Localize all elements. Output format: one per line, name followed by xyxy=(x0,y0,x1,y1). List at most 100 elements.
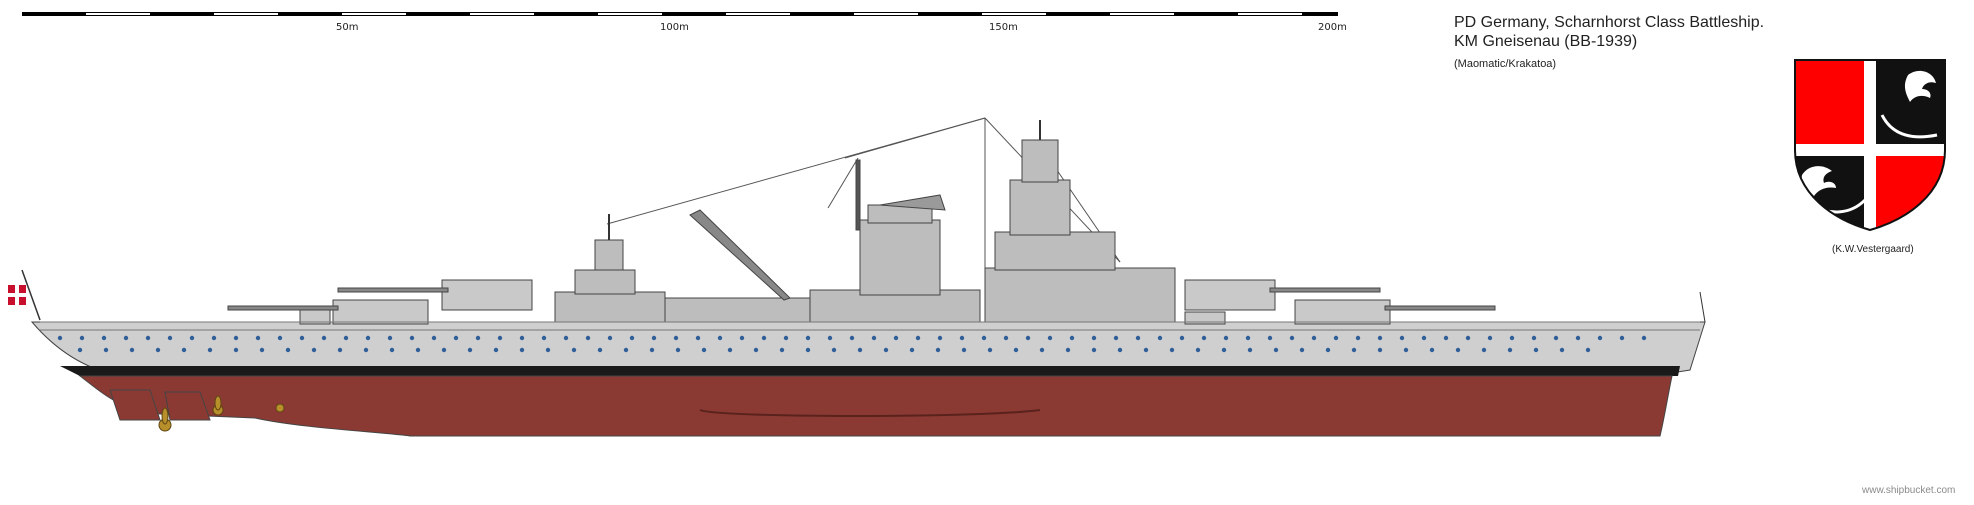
porthole xyxy=(961,347,967,353)
porthole xyxy=(155,347,161,353)
porthole xyxy=(1091,335,1097,341)
bridge-block xyxy=(994,231,1116,271)
porthole xyxy=(321,335,327,341)
turret-aft-b xyxy=(337,279,533,311)
porthole xyxy=(1429,347,1435,353)
porthole xyxy=(1195,347,1201,353)
porthole xyxy=(701,347,707,353)
scale-label-200m: 200m xyxy=(1318,22,1347,33)
porthole xyxy=(103,347,109,353)
porthole xyxy=(129,347,135,353)
porthole xyxy=(1421,335,1427,341)
porthole xyxy=(1377,335,1383,341)
porthole xyxy=(607,335,613,341)
porthole xyxy=(1399,335,1405,341)
porthole xyxy=(597,347,603,353)
porthole xyxy=(1507,347,1513,353)
porthole xyxy=(717,335,723,341)
porthole xyxy=(1221,347,1227,353)
emblem-credit: (K.W.Vestergaard) xyxy=(1832,244,1914,255)
superstructure xyxy=(554,120,1176,323)
porthole xyxy=(189,335,195,341)
porthole xyxy=(311,347,317,353)
funnel xyxy=(859,219,941,296)
hull-lower-section xyxy=(78,375,1673,437)
porthole xyxy=(77,347,83,353)
porthole xyxy=(1377,347,1383,353)
porthole xyxy=(57,335,63,341)
porthole xyxy=(629,335,635,341)
hull xyxy=(30,321,1706,437)
gun-turrets xyxy=(227,279,1496,325)
porthole xyxy=(343,335,349,341)
porthole xyxy=(805,335,811,341)
portholes xyxy=(57,335,1647,353)
porthole xyxy=(441,347,447,353)
porthole xyxy=(1113,335,1119,341)
ship-name: KM Gneisenau (BB-1939) xyxy=(1454,33,1638,50)
stern-skeg xyxy=(109,389,161,421)
porthole xyxy=(1443,335,1449,341)
porthole xyxy=(675,347,681,353)
porthole xyxy=(1289,335,1295,341)
porthole xyxy=(585,335,591,341)
porthole xyxy=(123,335,129,341)
main-mast xyxy=(855,159,861,231)
porthole xyxy=(1273,347,1279,353)
porthole xyxy=(761,335,767,341)
porthole xyxy=(1575,335,1581,341)
porthole xyxy=(727,347,733,353)
porthole xyxy=(1201,335,1207,341)
rudder xyxy=(164,391,211,421)
porthole xyxy=(363,347,369,353)
porthole xyxy=(1003,335,1009,341)
boot-top xyxy=(60,366,1680,376)
porthole xyxy=(893,335,899,341)
porthole xyxy=(651,335,657,341)
porthole xyxy=(563,335,569,341)
porthole xyxy=(783,335,789,341)
porthole xyxy=(831,347,837,353)
porthole xyxy=(1169,347,1175,353)
porthole xyxy=(849,335,855,341)
turret-fwd-b xyxy=(1184,279,1381,311)
porthole xyxy=(1069,335,1075,341)
porthole xyxy=(1355,335,1361,341)
aft-mast-platform xyxy=(594,239,624,271)
porthole xyxy=(1047,335,1053,341)
porthole xyxy=(1267,335,1273,341)
porthole xyxy=(1223,335,1229,341)
porthole xyxy=(571,347,577,353)
porthole xyxy=(623,347,629,353)
ensign-flag xyxy=(8,269,41,321)
porthole xyxy=(409,335,415,341)
forward-superstructure xyxy=(984,267,1176,323)
porthole xyxy=(453,335,459,341)
porthole xyxy=(277,335,283,341)
porthole xyxy=(233,335,239,341)
deck-railing xyxy=(40,321,1700,331)
porthole xyxy=(145,335,151,341)
porthole xyxy=(1091,347,1097,353)
porthole xyxy=(1509,335,1515,341)
porthole xyxy=(779,347,785,353)
porthole xyxy=(871,335,877,341)
porthole xyxy=(1325,347,1331,353)
propeller-icons xyxy=(158,395,285,432)
porthole xyxy=(1013,347,1019,353)
midship-deckhouse xyxy=(664,297,816,323)
porthole xyxy=(1299,347,1305,353)
porthole xyxy=(255,335,261,341)
porthole xyxy=(233,347,239,353)
porthole xyxy=(1465,335,1471,341)
porthole xyxy=(915,335,921,341)
porthole xyxy=(497,335,503,341)
coat-of-arms-emblem xyxy=(1794,59,1946,232)
forward-tower-top xyxy=(1021,139,1059,183)
porthole xyxy=(387,335,393,341)
porthole xyxy=(1597,335,1603,341)
porthole xyxy=(1157,335,1163,341)
porthole xyxy=(285,347,291,353)
